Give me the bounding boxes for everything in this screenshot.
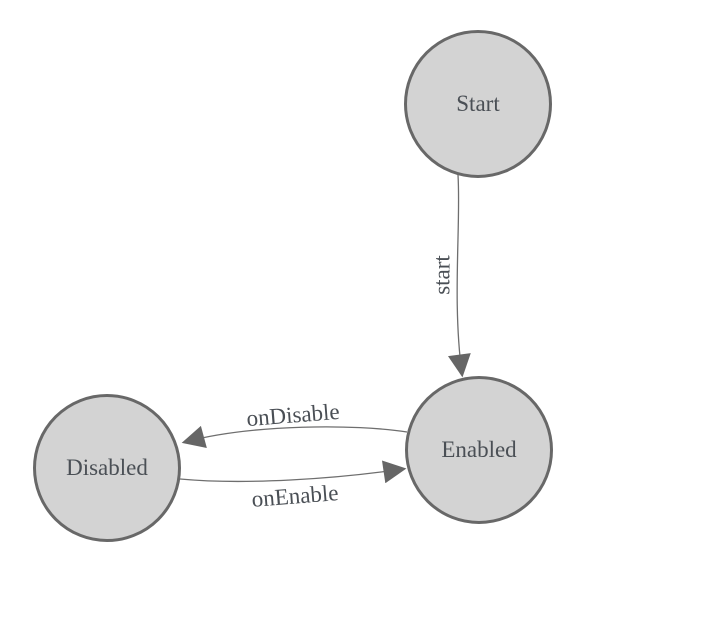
edge-label-start: start bbox=[429, 255, 455, 295]
state-node-disabled-label: Disabled bbox=[66, 455, 148, 480]
state-node-start-label: Start bbox=[456, 91, 500, 116]
edge-enabled-to-disabled bbox=[181, 425, 408, 449]
edge-start-to-enabled bbox=[447, 174, 471, 378]
state-node-disabled[interactable]: Disabled bbox=[33, 394, 181, 542]
state-node-enabled-label: Enabled bbox=[441, 437, 517, 462]
edge-disabled-to-enabled bbox=[179, 460, 407, 484]
state-node-start[interactable]: Start bbox=[404, 30, 552, 178]
state-node-enabled[interactable]: Enabled bbox=[405, 376, 553, 524]
